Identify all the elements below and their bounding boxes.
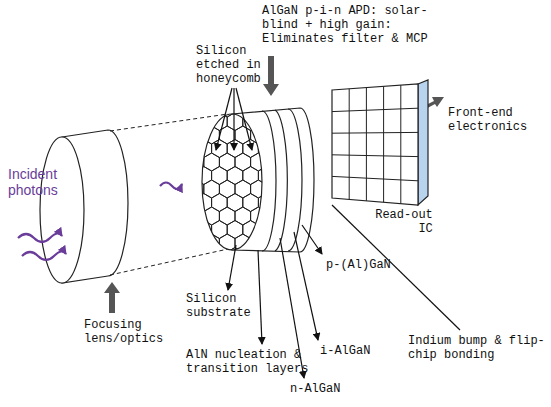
layer-label: p-(Al)GaN — [326, 258, 398, 272]
hex-cell — [274, 113, 290, 131]
focusing-lens — [40, 130, 128, 283]
hex-cell — [196, 329, 212, 347]
hex-cell — [188, 153, 204, 171]
hex-cell — [196, 113, 212, 131]
hex-cell — [266, 180, 282, 198]
layer-label: AlN nucleation & transition layers — [186, 348, 316, 376]
layer-label: i-AlGaN — [320, 344, 378, 358]
grid-line — [400, 85, 401, 203]
hex-cell — [188, 126, 204, 144]
hex-cell — [266, 153, 282, 171]
hex-cell — [251, 288, 267, 306]
hex-cell — [274, 221, 290, 239]
hex-cell — [212, 329, 228, 347]
hex-cell — [188, 234, 204, 252]
hex-cell — [258, 140, 274, 158]
apd-cylinder — [202, 108, 314, 252]
hex-cell — [204, 99, 220, 117]
hex-cell — [235, 288, 251, 306]
hex-cell — [235, 261, 251, 279]
grid-line — [383, 86, 384, 202]
photon-label: Incident photons — [8, 166, 78, 198]
hex-cell — [227, 329, 243, 347]
readout-label: Read-out IC — [368, 208, 433, 236]
hex-cell — [274, 167, 290, 185]
hex-cell — [212, 248, 228, 266]
layer-label: Silicon substrate — [186, 292, 258, 320]
hex-cell — [188, 207, 204, 225]
grid-line — [332, 176, 418, 180]
hex-cell — [204, 234, 220, 252]
electronics-label: Front-end electronics — [448, 106, 534, 134]
hex-cell — [266, 207, 282, 225]
grid-line — [349, 89, 350, 200]
hex-cell — [274, 302, 290, 320]
hex-cell — [251, 234, 267, 252]
hex-cell — [243, 248, 259, 266]
hex-cell — [266, 315, 282, 333]
layer-label: n-AlGaN — [290, 382, 348, 396]
readout-ic — [332, 80, 428, 205]
hex-cell — [212, 275, 228, 293]
hex-cell — [243, 275, 259, 293]
hex-cell — [258, 275, 274, 293]
hex-cell — [258, 113, 274, 131]
grid-line — [366, 88, 367, 201]
hex-cell — [258, 248, 274, 266]
bonding-label: Indium bump & flip-chip bonding — [408, 334, 545, 362]
hex-cell — [266, 261, 282, 279]
hex-cell — [196, 221, 212, 239]
hex-cell — [274, 194, 290, 212]
hex-cell — [258, 194, 274, 212]
hex-cell — [188, 261, 204, 279]
lens-label: Focusing lens/optics — [84, 318, 170, 346]
hex-cell — [251, 315, 267, 333]
hex-cell — [266, 234, 282, 252]
hex-cell — [188, 99, 204, 117]
hex-cell — [258, 329, 274, 347]
block-arrows — [104, 56, 444, 313]
hex-cell — [274, 329, 290, 347]
apd-label: AlGaN p-i-n APD: solar-blind + high gain… — [262, 4, 442, 46]
hex-cell — [258, 221, 274, 239]
hex-cell — [243, 329, 259, 347]
honeycomb-label: Silicon etched in honeycomb — [196, 44, 268, 86]
hex-cell — [196, 248, 212, 266]
hex-cell — [204, 261, 220, 279]
grid-line — [332, 108, 418, 111]
grid-line — [332, 132, 418, 134]
hex-cell — [274, 140, 290, 158]
hex-cell — [196, 275, 212, 293]
hex-cell — [235, 234, 251, 252]
hex-cell — [266, 126, 282, 144]
grid-line — [332, 155, 418, 157]
hex-cell — [251, 99, 267, 117]
hex-cell — [266, 99, 282, 117]
hex-cell — [188, 180, 204, 198]
hex-cell — [266, 288, 282, 306]
